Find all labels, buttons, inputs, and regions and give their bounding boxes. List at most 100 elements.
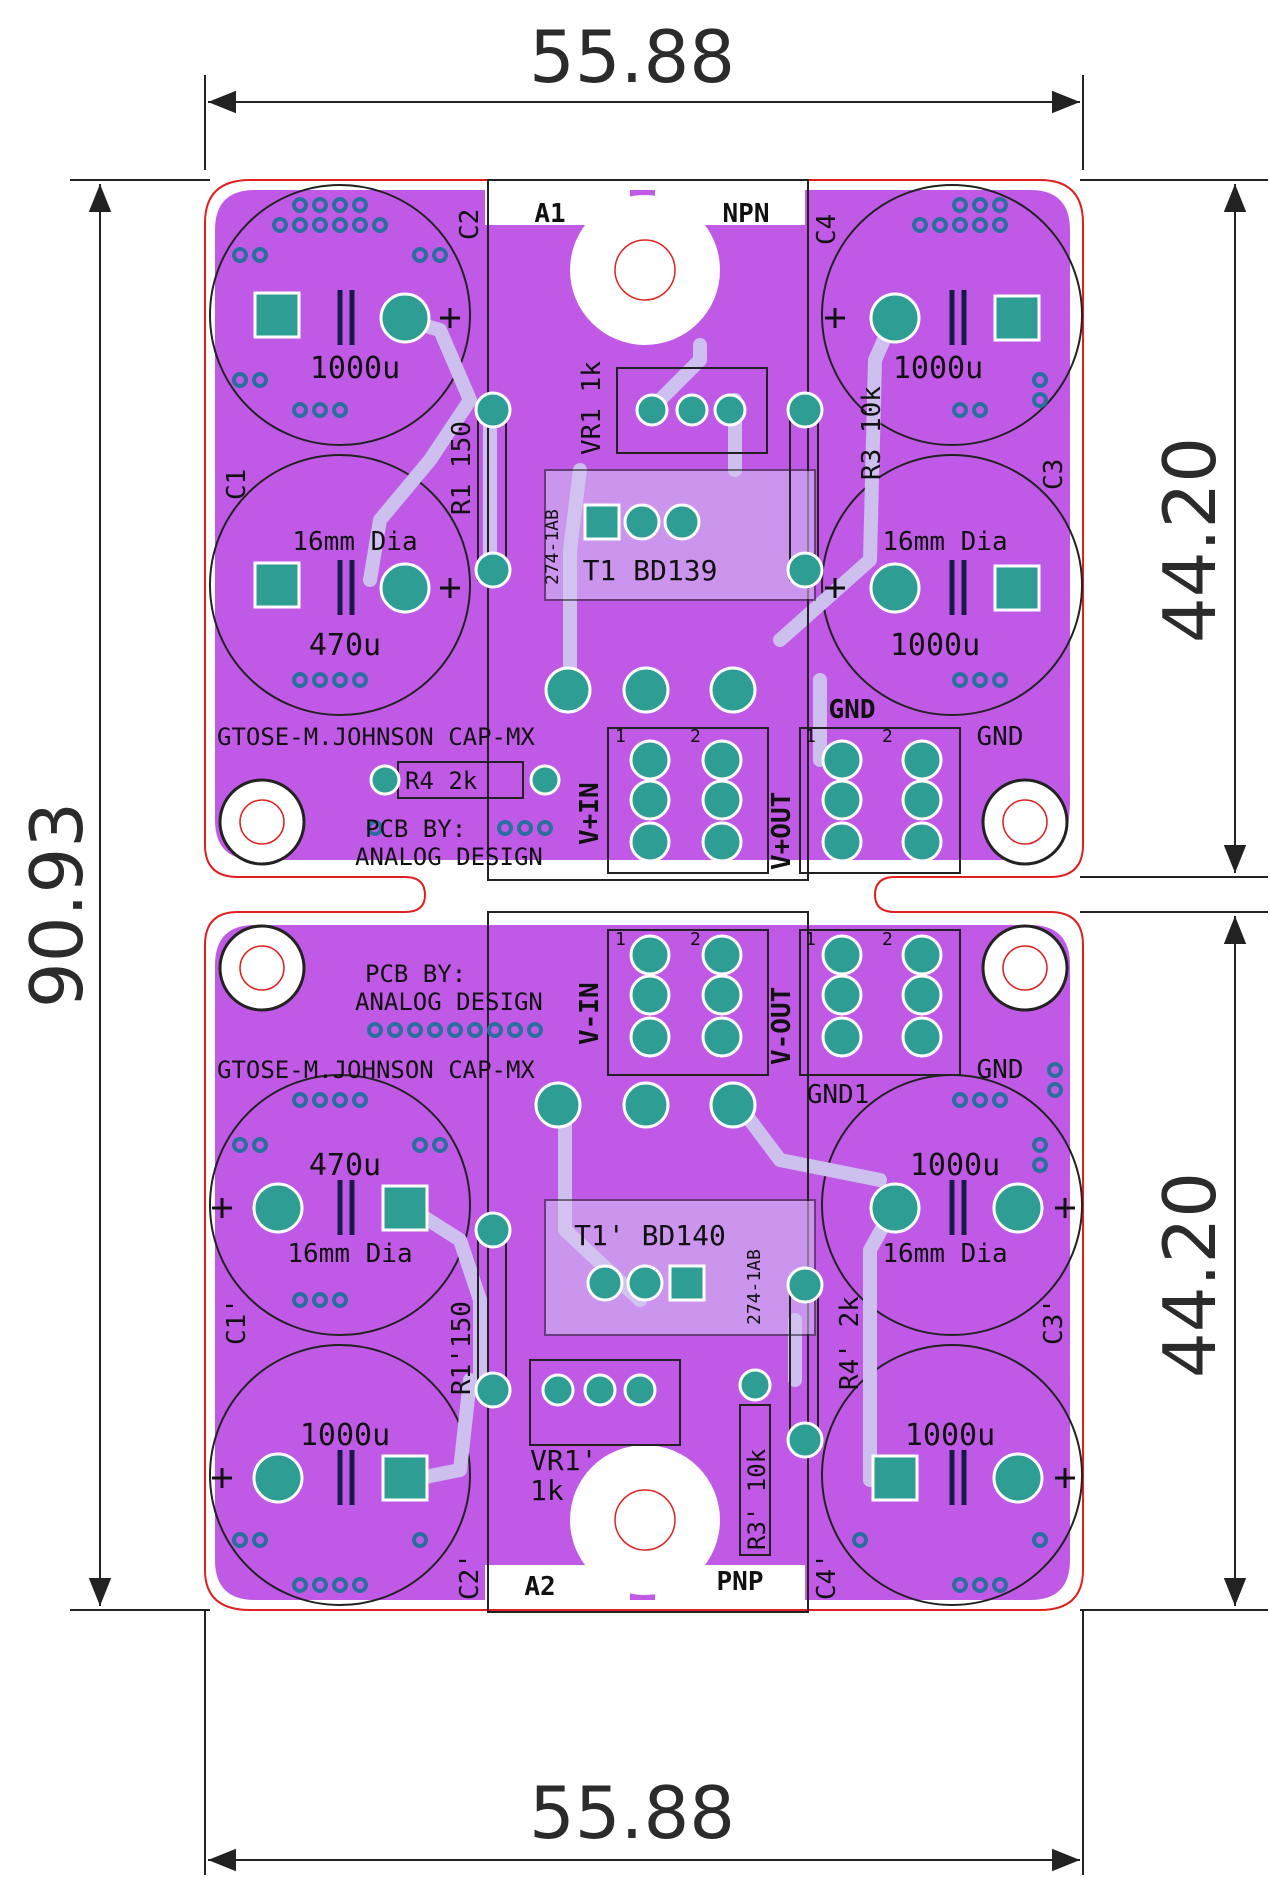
vout-connector [799,727,961,874]
label-r1: R1 150 [447,421,477,515]
label-r3p: R3' 10k [743,1448,771,1550]
r3p-body [739,1404,771,1556]
vout-connector-lower [799,929,961,1076]
label-designer: ANALOG DESIGN [355,843,543,871]
label-r4p: R4' 2k [835,1296,865,1390]
dim-upper-height: 44.20 [1148,437,1232,643]
label-a1: A1 [534,199,565,229]
label-credit-lower: GTOSE-M.JOHNSON CAP-MX [217,1056,535,1084]
label-c3p-dia: 16mm Dia [882,1239,1007,1269]
lower-right-mount-hole-inner [1002,945,1048,991]
dimension-lines [70,75,1268,1875]
dim-bottom-width: 55.88 [529,1771,735,1855]
label-c2-value: 1000u [310,351,400,386]
label-credit: GTOSE-M.JOHNSON CAP-MX [217,723,535,751]
a1-mount-hole [570,195,720,345]
label-vin-lower-pin1: 1 [615,929,626,950]
label-vin-pin2: 2 [690,726,701,747]
cap-c2p-body [209,1344,471,1606]
label-c4p: C4' [812,1553,842,1600]
label-v-in-lower: V-IN [575,982,605,1045]
cap-c1p-body [209,1074,471,1336]
label-vin-pin1: 1 [615,726,626,747]
cap-c2-body [209,184,471,446]
lower-polarity-marks [212,1198,1075,1488]
a2-mount-hole [570,1445,720,1595]
upper-right-mount-hole-inner [1002,799,1048,845]
vin-connector-lower [607,929,769,1076]
label-c3: C3 [1039,459,1069,490]
label-pcb-by: PCB BY: [365,815,466,843]
label-t1: T1 BD139 [583,554,718,587]
cap-c3-body [821,454,1083,716]
a2-mount-hole-ring [614,1489,676,1551]
upper-polarity-marks [440,308,845,598]
cap-symbols-lower [337,1180,967,1505]
label-vr1: VR1 1k [577,361,607,455]
label-c3p-value: 1000u [910,1148,1000,1183]
label-heatsink: 274-1AB [542,509,563,585]
board-outline [204,179,1084,1611]
label-c1p-value: 470u [309,1148,381,1183]
label-vin-lower-pin2: 2 [690,929,701,950]
label-c3p: C3' [1039,1298,1069,1345]
cap-c4-body [821,184,1083,446]
cap-c1-body [209,454,471,716]
lower-board: A2 PNP C2' C4' C1' C3' 470u 16mm Dia 100… [209,911,1083,1613]
label-t1p: T1' BD140 [574,1219,726,1252]
upper-left-mount-hole-inner [239,799,285,845]
label-vr1p: VR1' [530,1444,597,1477]
dim-lower-height: 44.20 [1148,1172,1232,1378]
label-c4: C4 [812,214,842,245]
label-pnp: PNP [717,1567,764,1597]
label-gnd-lower: GND [977,1055,1024,1085]
label-vout-pin1: 1 [805,726,816,747]
label-c2p-value: 1000u [300,1418,390,1453]
upper-pads [253,291,1041,863]
label-vout-pin2: 2 [882,726,893,747]
label-c1: C1 [222,469,252,500]
label-c4p-value: 1000u [905,1418,995,1453]
label-vout-lower-pin2: 2 [882,929,893,950]
label-r4: R4 2k [405,767,478,795]
label-heatsink-lower: 274-1AB [744,1249,765,1325]
label-vout-lower-pin1: 1 [805,929,816,950]
label-v-in: V+IN [575,782,605,845]
dim-total-height: 90.93 [15,802,99,1008]
label-v-out: V+OUT [767,792,797,870]
dim-top-width: 55.88 [529,15,735,99]
vr1-package [616,367,768,454]
label-c1p: C1' [222,1298,252,1345]
lower-vias [232,1022,1063,1593]
lower-right-mount-hole [981,924,1069,1012]
label-c4-value: 1000u [893,351,983,386]
label-vr1p-value: 1k [530,1474,564,1507]
cap-symbols-upper [337,290,967,615]
vr1p-package [529,1359,681,1446]
label-a2: A2 [524,1572,555,1602]
cap-c4p-body [821,1344,1083,1606]
upper-right-mount-hole [981,778,1069,866]
label-c1-value: 470u [309,628,381,663]
label-c3-value: 1000u [890,628,980,663]
label-c2p: C2' [455,1553,485,1600]
vin-connector [607,727,769,874]
lower-left-mount-hole-inner [239,945,285,991]
a1-mount-hole-ring [614,239,676,301]
label-c1p-dia: 16mm Dia [287,1239,412,1269]
lower-left-mount-hole [218,924,306,1012]
label-designer-lower: ANALOG DESIGN [355,988,543,1016]
lower-pads [252,934,1044,1504]
label-gnd1: GND1 [807,1080,870,1110]
label-npn: NPN [723,199,770,229]
upper-vias [232,197,1048,836]
label-c3-dia: 16mm Dia [882,527,1007,557]
label-c2: C2 [455,209,485,240]
upper-board: A1 NPN C2 C4 C1 C3 1000u 1000u 16mm Dia … [209,179,1083,881]
label-v-out-lower: V-OUT [767,987,797,1065]
label-c1-dia: 16mm Dia [292,527,417,557]
label-r1p: R1'150 [447,1301,477,1395]
label-gnd-top: GND [829,695,876,725]
label-pcb-by-lower: PCB BY: [365,960,466,988]
